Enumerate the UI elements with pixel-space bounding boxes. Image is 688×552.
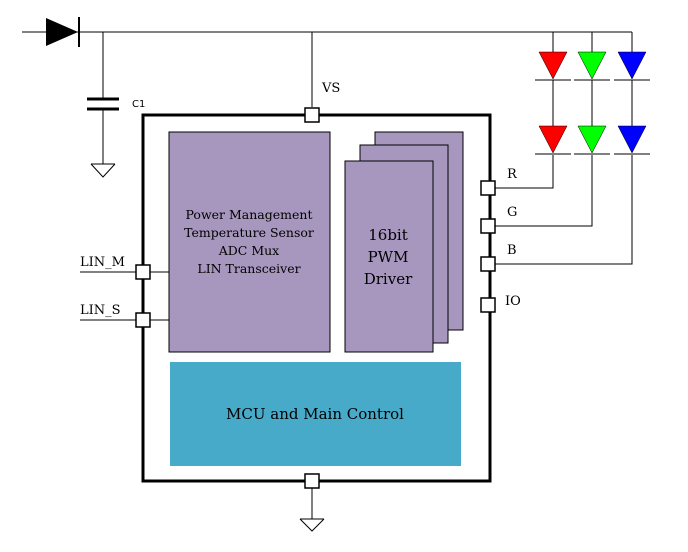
- power-block-line-3: ADC Mux: [218, 243, 280, 258]
- b-pin: [480, 256, 496, 272]
- vs-label: VS: [321, 81, 340, 96]
- b-label: B: [507, 243, 517, 258]
- green-led-string: [574, 32, 610, 155]
- pwm-line-1: 16bit: [368, 226, 408, 244]
- mcu-block: [170, 362, 461, 466]
- power-management-block: [168, 131, 331, 353]
- power-block-line-2: Temperature Sensor: [184, 225, 314, 240]
- capacitor-label: C1: [132, 99, 145, 110]
- g-pin: [480, 218, 496, 234]
- power-block-line-4: LIN Transceiver: [197, 261, 300, 276]
- lin-s-label: LIN_S: [80, 303, 121, 318]
- g-label: G: [507, 205, 517, 220]
- input-diode: [46, 17, 80, 47]
- lin-s-pin: [135, 312, 151, 328]
- b-wire: [488, 155, 633, 265]
- ground-symbol-ic: [299, 518, 325, 532]
- pwm-line-2: PWM: [368, 248, 409, 266]
- ground-symbol-capacitor: [90, 163, 116, 178]
- io-label: IO: [505, 294, 521, 309]
- vs-pin: [304, 107, 320, 123]
- red-led-string: [535, 32, 571, 155]
- lin-m-pin: [135, 264, 151, 280]
- mcu-label: MCU and Main Control: [226, 405, 404, 423]
- g-wire: [488, 155, 593, 227]
- r-pin: [480, 180, 496, 196]
- power-block-line-1: Power Management: [186, 207, 313, 222]
- r-wire: [488, 155, 554, 189]
- capacitor-c1: [87, 32, 119, 164]
- io-pin: [480, 297, 496, 313]
- gnd-pin: [304, 473, 320, 489]
- pwm-line-3: Driver: [364, 270, 413, 288]
- blue-led-string: [614, 32, 650, 155]
- lin-m-label: LIN_M: [80, 255, 125, 270]
- pwm-driver-block: [344, 160, 434, 353]
- r-label: R: [507, 167, 518, 182]
